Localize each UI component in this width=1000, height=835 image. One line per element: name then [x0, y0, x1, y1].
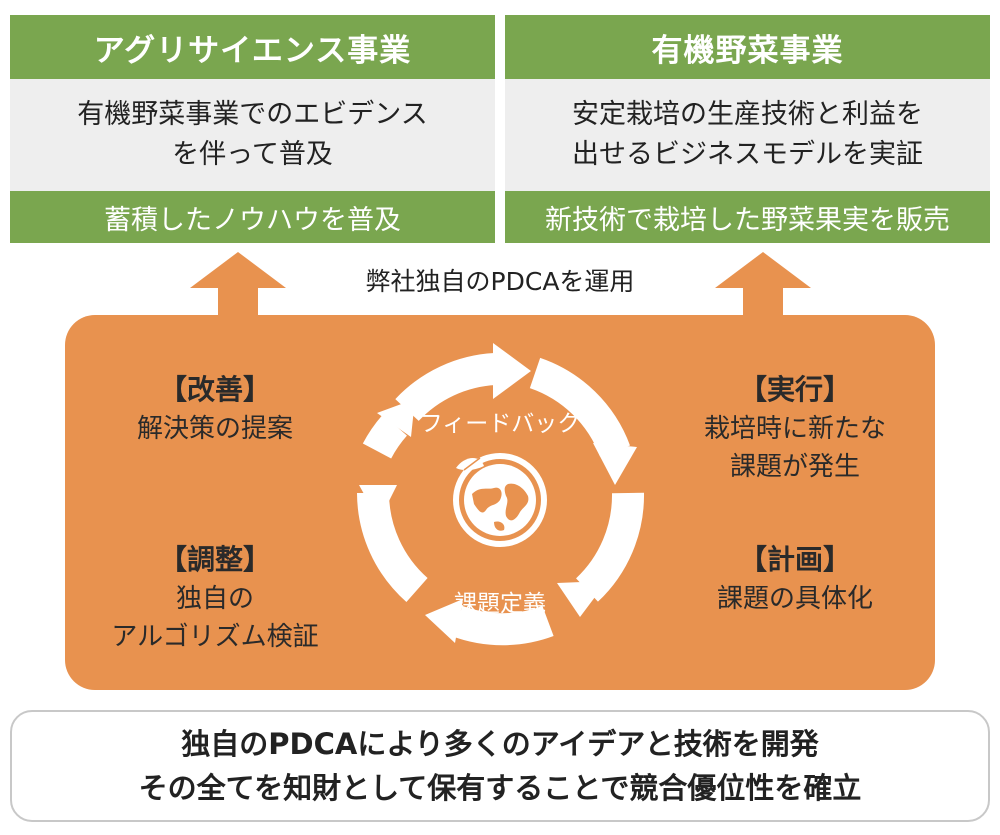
right-box-body: 安定栽培の生産技術と利益を 出せるビジネスモデルを実証 [505, 79, 990, 191]
right-box-body-line: 出せるビジネスモデルを実証 [572, 135, 923, 175]
phase-plan-title: 【計画】 [670, 540, 920, 580]
up-arrow-left-icon [190, 252, 286, 322]
phase-improve-title: 【改善】 [95, 370, 335, 410]
phase-adjust: 【調整】 独自の アルゴリズム検証 [80, 540, 350, 656]
left-box-body-line: を伴って普及 [172, 135, 333, 175]
right-box-body-line: 安定栽培の生産技術と利益を [572, 95, 923, 135]
right-business-box: 有機野菜事業 安定栽培の生産技術と利益を 出せるビジネスモデルを実証 新技術で栽… [505, 15, 990, 243]
phase-adjust-desc: アルゴリズム検証 [80, 618, 350, 656]
left-box-header: アグリサイエンス事業 [10, 15, 495, 79]
cycle-top-label: フィードバック [400, 404, 600, 436]
up-arrow-right-icon [715, 252, 811, 322]
phase-execute: 【実行】 栽培時に新たな 課題が発生 [670, 370, 920, 486]
phase-plan-desc: 課題の具体化 [670, 580, 920, 618]
left-box-body-line: 有機野菜事業でのエビデンス [77, 95, 427, 135]
phase-adjust-title: 【調整】 [80, 540, 350, 580]
phase-improve: 【改善】 解決策の提案 [95, 370, 335, 448]
globe-leaf-icon [450, 450, 550, 550]
left-box-footer: 蓄積したノウハウを普及 [10, 191, 495, 243]
phase-execute-desc: 課題が発生 [670, 448, 920, 486]
summary-line: その全てを知財として保有することで競合優位性を確立 [139, 766, 862, 810]
pdca-label: 弊社独自のPDCAを運用 [300, 262, 700, 298]
phase-execute-desc: 栽培時に新たな [670, 410, 920, 448]
cycle-bottom-label: 課題定義 [400, 584, 600, 616]
phase-plan: 【計画】 課題の具体化 [670, 540, 920, 618]
phase-adjust-desc: 独自の [80, 580, 350, 618]
left-box-body: 有機野菜事業でのエビデンス を伴って普及 [10, 79, 495, 191]
right-box-footer: 新技術で栽培した野菜果実を販売 [505, 191, 990, 243]
phase-execute-title: 【実行】 [670, 370, 920, 410]
right-box-header: 有機野菜事業 [505, 15, 990, 79]
phase-improve-desc: 解決策の提案 [95, 410, 335, 448]
summary-line: 独自のPDCAにより多くのアイデアと技術を開発 [181, 722, 818, 766]
left-business-box: アグリサイエンス事業 有機野菜事業でのエビデンス を伴って普及 蓄積したノウハウ… [10, 15, 495, 243]
summary-box: 独自のPDCAにより多くのアイデアと技術を開発 その全てを知財として保有すること… [10, 710, 990, 822]
